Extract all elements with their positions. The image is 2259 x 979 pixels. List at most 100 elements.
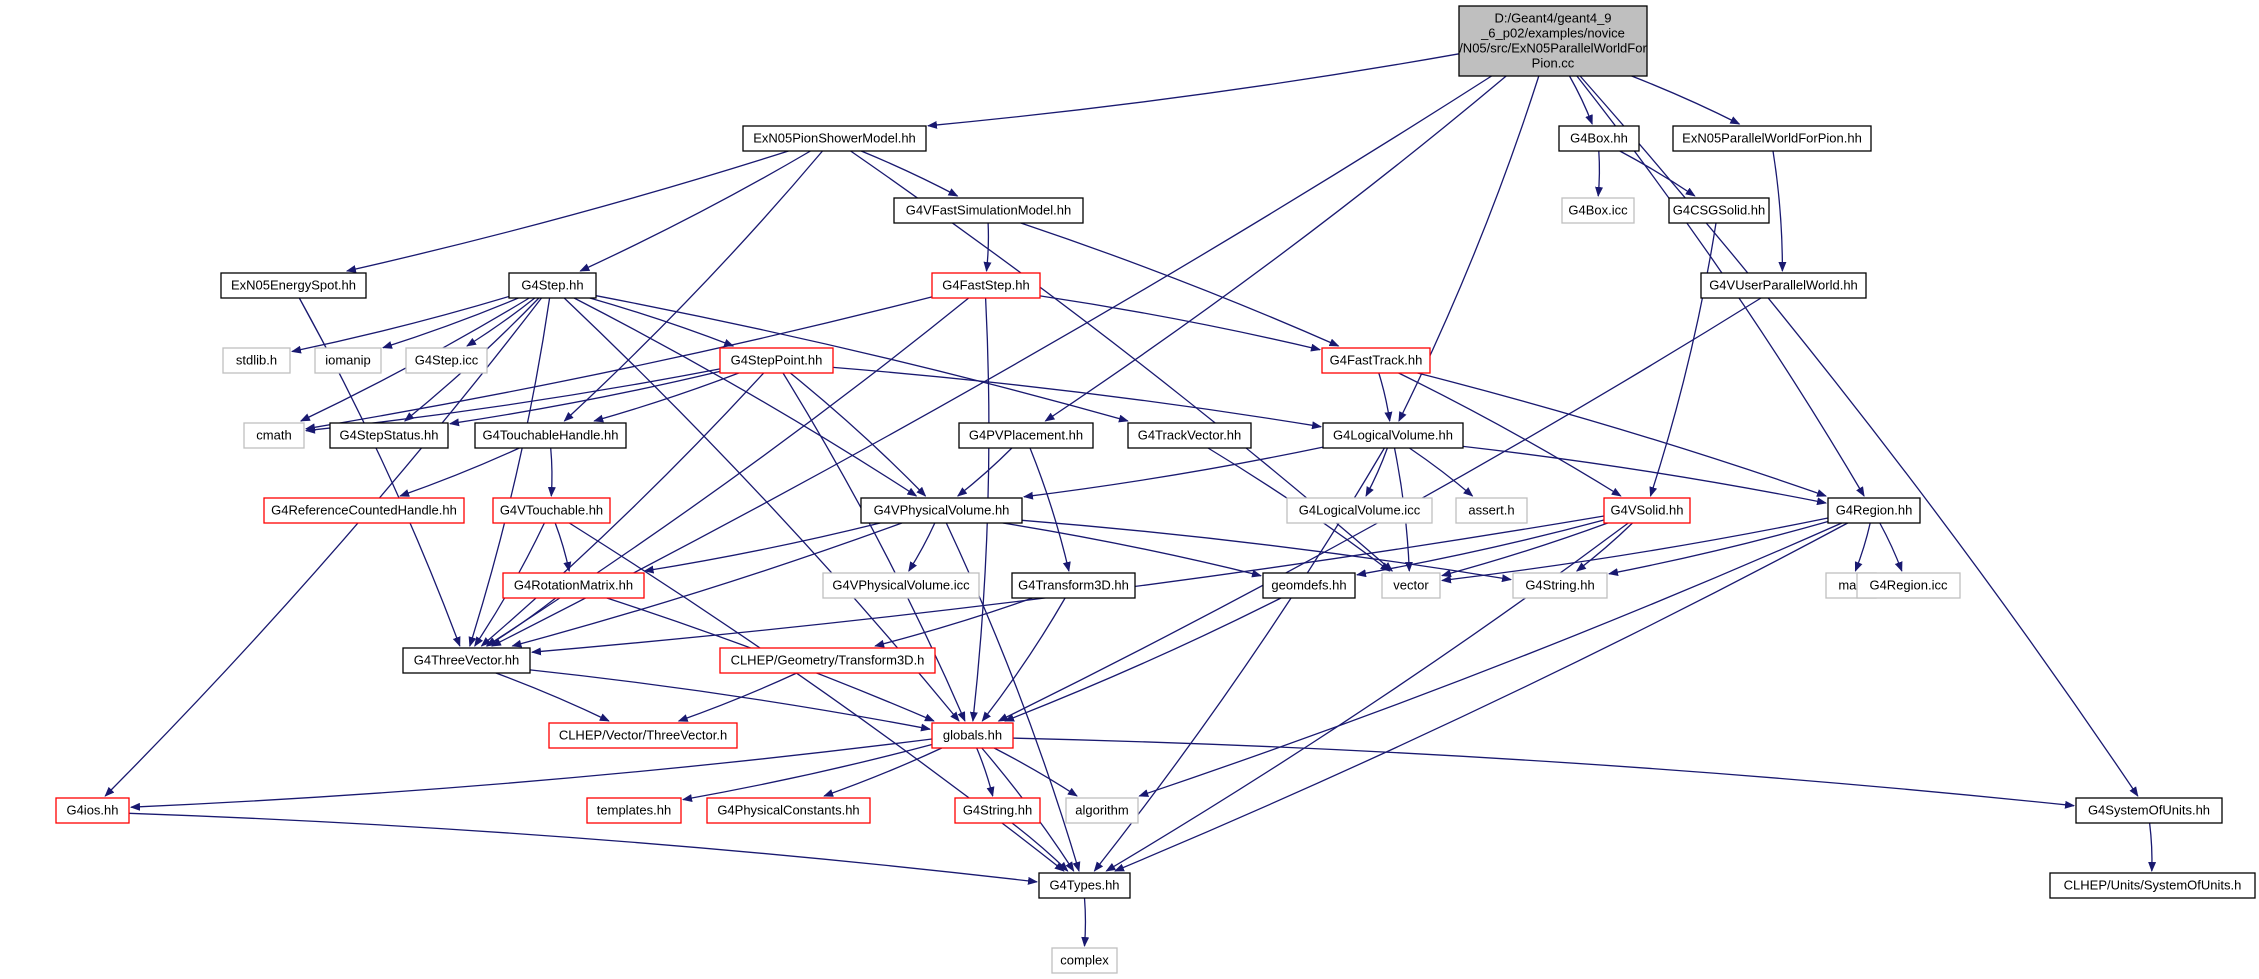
edge-g4vphysvol-to-g4vphysvolicc: [908, 522, 936, 572]
node-g4vsolid[interactable]: G4VSolid.hh: [1603, 497, 1691, 524]
node-globals[interactable]: globals.hh: [931, 722, 1014, 749]
node-g4vphysvol[interactable]: G4VPhysicalVolume.hh: [860, 497, 1023, 524]
node-g4region[interactable]: G4Region.hh: [1827, 497, 1921, 524]
node-g4step[interactable]: G4Step.hh: [508, 272, 597, 299]
node-label: G4VSolid.hh: [1611, 503, 1684, 518]
edge-g4step-to-stdlib: [291, 295, 510, 354]
node-label: G4ReferenceCountedHandle.hh: [271, 503, 457, 518]
edge-g4logvol-to-asserth: [1409, 447, 1474, 497]
edge-g4fasttrack-to-g4logvol: [1378, 372, 1393, 422]
node-box: [1827, 497, 1921, 524]
edge-g4step-to-g4threevector: [468, 297, 551, 647]
node-g4ios[interactable]: G4ios.hh: [55, 797, 130, 824]
node-label: assert.h: [1468, 503, 1514, 518]
node-box: [954, 797, 1041, 824]
node-label: G4Types.hh: [1049, 878, 1119, 893]
node-g4vphysvolicc[interactable]: G4VPhysicalVolume.icc: [822, 572, 980, 599]
node-g4types[interactable]: G4Types.hh: [1038, 872, 1131, 899]
node-g4refcounted[interactable]: G4ReferenceCountedHandle.hh: [263, 497, 465, 524]
edge-energyspot-to-g4threevector: [298, 297, 461, 647]
node-label: G4LogicalVolume.hh: [1333, 428, 1453, 443]
edge-clheptransform-to-clhepthreevector: [677, 672, 798, 722]
node-stdlib[interactable]: stdlib.h: [222, 347, 291, 374]
node-box: [742, 125, 927, 152]
node-box: [958, 422, 1094, 449]
node-label: G4Step.hh: [521, 278, 583, 293]
node-box: [405, 347, 488, 374]
node-g4logvol[interactable]: G4LogicalVolume.hh: [1322, 422, 1464, 449]
edge-root-to-pionshower: [927, 53, 1460, 129]
node-label: G4Step.icc: [415, 353, 479, 368]
node-pionshower[interactable]: ExN05PionShowerModel.hh: [742, 125, 927, 152]
node-g4boxicc[interactable]: G4Box.icc: [1561, 197, 1635, 224]
node-g4vtouchable[interactable]: G4VTouchable.hh: [492, 497, 611, 524]
node-g4stringmissing[interactable]: G4String.hh: [1512, 572, 1608, 599]
edge-g4step-to-g4trackvector: [595, 295, 1129, 423]
edge-g4transform3d-to-globals: [981, 597, 1066, 722]
node-label: iomanip: [325, 353, 371, 368]
node-g4rotmatrix[interactable]: G4RotationMatrix.hh: [502, 572, 645, 599]
node-g4csgsolid[interactable]: G4CSGSolid.hh: [1668, 197, 1770, 224]
node-g4steppoint[interactable]: G4StepPoint.hh: [719, 347, 834, 374]
node-box: [706, 797, 871, 824]
node-box: [243, 422, 305, 449]
edge-g4csgsolid-to-g4vsolid: [1649, 222, 1717, 497]
node-g4faststep[interactable]: G4FastStep.hh: [931, 272, 1041, 299]
node-g4logvolicc[interactable]: G4LogicalVolume.icc: [1286, 497, 1433, 524]
edge-globals-to-templates: [682, 743, 933, 802]
edge-g4step-to-g4vphysvol: [573, 297, 918, 497]
edge-g4region-to-vector: [1441, 517, 1829, 584]
node-label: G4PhysicalConstants.hh: [717, 803, 859, 818]
edge-globals-to-g4physconst: [823, 747, 943, 797]
node-energyspot[interactable]: ExN05EnergySpot.hh: [220, 272, 367, 299]
node-templates[interactable]: templates.hh: [586, 797, 682, 824]
edge-g4logvol-to-g4region: [1462, 445, 1827, 506]
node-root: D:/Geant4/geant4_9_6_p02/examples/novice…: [1458, 5, 1648, 77]
node-label: G4VUserParallelWorld.hh: [1709, 278, 1858, 293]
node-vector[interactable]: vector: [1381, 572, 1441, 599]
node-g4fasttrack[interactable]: G4FastTrack.hh: [1321, 347, 1431, 374]
node-g4trackvector[interactable]: G4TrackVector.hh: [1127, 422, 1252, 449]
edge-g4steppoint-to-g4stepstatus: [449, 370, 721, 427]
node-g4vuserpw[interactable]: G4VUserParallelWorld.hh: [1700, 272, 1867, 299]
node-algorithm[interactable]: algorithm: [1065, 797, 1139, 824]
node-iomanip[interactable]: iomanip: [314, 347, 382, 374]
node-box: [1127, 422, 1252, 449]
edge-g4steppoint-to-cmath: [305, 368, 721, 434]
node-g4regionicc[interactable]: G4Region.icc: [1856, 572, 1961, 599]
node-g4threevector[interactable]: G4ThreeVector.hh: [402, 647, 531, 674]
node-g4pvplacement[interactable]: G4PVPlacement.hh: [958, 422, 1094, 449]
node-clhepthreevector[interactable]: CLHEP/Vector/ThreeVector.h: [548, 722, 738, 749]
node-label: CLHEP/Units/SystemOfUnits.h: [2064, 878, 2242, 893]
node-exn05pw[interactable]: ExN05ParallelWorldForPion.hh: [1672, 125, 1872, 152]
edge-g4string-to-g4types: [1011, 822, 1069, 872]
edge-g4fasttrack-to-g4region: [1417, 372, 1827, 497]
node-geomdefs[interactable]: geomdefs.hh: [1262, 572, 1356, 599]
node-g4string[interactable]: G4String.hh: [954, 797, 1041, 824]
node-label: complex: [1060, 953, 1109, 968]
node-clheptransform[interactable]: CLHEP/Geometry/Transform3D.h: [719, 647, 936, 674]
node-clhepunits[interactable]: CLHEP/Units/SystemOfUnits.h: [2049, 872, 2256, 899]
node-g4physconst[interactable]: G4PhysicalConstants.hh: [706, 797, 871, 824]
edge-g4touchhandle-to-g4refcounted: [399, 447, 520, 497]
node-box: [1700, 272, 1867, 299]
edge-pionshower-to-g4vfastsim: [860, 150, 959, 197]
edge-g4region-to-g4types: [1114, 522, 1849, 872]
node-box: [719, 347, 834, 374]
node-box: [329, 422, 449, 449]
node-g4vfastsim[interactable]: G4VFastSimulationModel.hh: [893, 197, 1084, 224]
node-box: [1381, 572, 1441, 599]
node-g4box[interactable]: G4Box.hh: [1558, 125, 1640, 152]
node-g4transform3d[interactable]: G4Transform3D.hh: [1011, 572, 1136, 599]
node-asserth[interactable]: assert.h: [1455, 497, 1528, 524]
edge-g4step-to-iomanip: [382, 297, 519, 349]
node-label: stdlib.h: [236, 353, 277, 368]
node-g4stepicc[interactable]: G4Step.icc: [405, 347, 488, 374]
node-g4stepstatus[interactable]: G4StepStatus.hh: [329, 422, 449, 449]
edge-g4vphysvol-to-g4stringmissing: [1021, 519, 1512, 583]
node-complex[interactable]: complex: [1051, 947, 1118, 974]
node-g4touchhandle[interactable]: G4TouchableHandle.hh: [474, 422, 627, 449]
node-cmath[interactable]: cmath: [243, 422, 305, 449]
edge-g4vphysvol-to-geomdefs: [1002, 522, 1262, 578]
node-g4sysunits[interactable]: G4SystemOfUnits.hh: [2075, 797, 2223, 824]
